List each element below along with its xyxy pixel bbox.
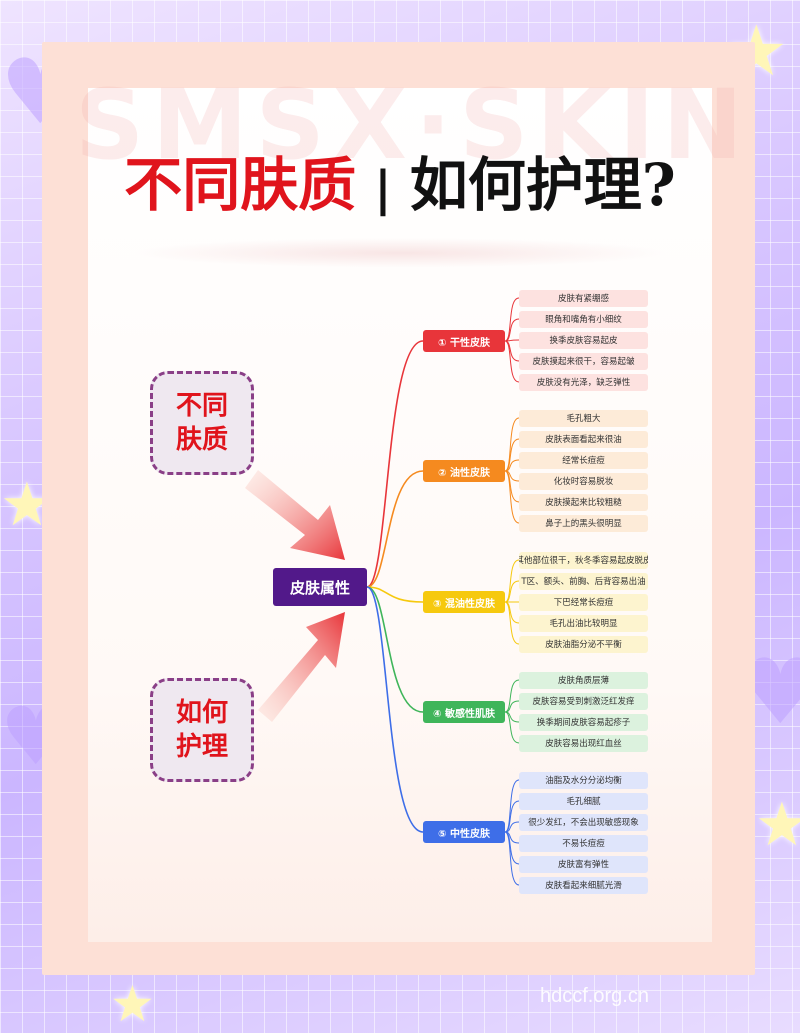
title-underglow: [130, 238, 670, 268]
leaf-connector: [504, 800, 520, 833]
branch-connector: [366, 470, 424, 588]
leaf-connector: [504, 340, 520, 383]
page-title: 不同肤质 | 如何护理?: [0, 150, 800, 224]
leaf-item: 皮肤没有光泽，缺乏弹性: [519, 373, 648, 391]
leaf-item: 眼角和嘴角有小细纹: [519, 310, 648, 328]
leaf-item: 毛孔出油比较明显: [519, 614, 648, 632]
leaf-item: 很少发红，不会出现敏感现象: [519, 813, 648, 831]
side-box-how-to-care: 如何护理: [150, 678, 254, 782]
watermark-text: SMSX·SKIN: [75, 70, 735, 180]
leaf-item: 下巴经常长痘痘: [519, 593, 648, 611]
leaf-connector: [504, 711, 520, 744]
arrow-down-right: [245, 470, 345, 560]
leaf-connector: [504, 831, 520, 886]
leaf-connector: [504, 470, 520, 524]
leaf-item: 化妆时容易脱妆: [519, 472, 648, 490]
leaf-connector: [504, 601, 520, 624]
title-separator: |: [374, 161, 392, 217]
side-box-skin-types: 不同肤质: [150, 371, 254, 475]
leaf-connector: [504, 459, 520, 472]
leaf-connector: [504, 601, 520, 645]
leaf-item: 油脂及水分分泌均衡: [519, 771, 648, 789]
leaf-item: 皮肤摸起来比较粗糙: [519, 493, 648, 511]
leaf-item: 皮肤有紧绷感: [519, 289, 648, 307]
branch-connector: [366, 586, 424, 833]
leaf-connector: [504, 297, 520, 342]
leaf-item: 鼻子上的黑头很明显: [519, 514, 648, 532]
branch-node: ④ 敏感性肌肤: [423, 701, 505, 723]
branch-connector: [366, 586, 424, 603]
leaf-connector: [504, 438, 520, 472]
leaf-connector: [504, 318, 520, 342]
branch-connector: [366, 340, 424, 588]
leaf-item: 毛孔细腻: [519, 792, 648, 810]
arrow-up-right: [258, 612, 345, 722]
leaf-item: 换季皮肤容易起皮: [519, 331, 648, 349]
branch-node: ① 干性皮肤: [423, 330, 505, 352]
leaf-connector: [504, 679, 520, 713]
leaf-item: 不易长痘痘: [519, 834, 648, 852]
center-node: 皮肤属性: [273, 568, 367, 606]
title-part2: 如何护理?: [409, 151, 676, 219]
star-icon: ★: [755, 790, 800, 860]
leaf-connector: [504, 580, 520, 603]
footer-site: hdccf.org.cn: [540, 985, 649, 1007]
leaf-item: T区、额头、前胸、后背容易出油: [519, 572, 648, 590]
leaf-connector: [504, 559, 520, 603]
leaf-item: 皮肤富有弹性: [519, 855, 648, 873]
leaf-connector: [504, 700, 520, 713]
leaf-connector: [504, 831, 520, 865]
leaf-item: 皮肤摸起来很干，容易起皱: [519, 352, 648, 370]
leaf-item: 其他部位很干，秋冬季容易起皮脱皮: [519, 551, 648, 569]
branch-node: ⑤ 中性皮肤: [423, 821, 505, 843]
branch-node: ② 油性皮肤: [423, 460, 505, 482]
leaf-item: 经常长痘痘: [519, 451, 648, 469]
leaf-item: 换季期间皮肤容易起疹子: [519, 713, 648, 731]
leaf-item: 皮肤容易受到刺激泛红发痒: [519, 692, 648, 710]
star-icon: ★: [110, 975, 155, 1033]
leaf-item: 皮肤表面看起来很油: [519, 430, 648, 448]
branch-node: ③ 混油性皮肤: [423, 591, 505, 613]
leaf-item: 皮肤角质层薄: [519, 671, 648, 689]
leaf-connector: [504, 340, 520, 362]
leaf-item: 皮肤容易出现红血丝: [519, 734, 648, 752]
leaf-item: 皮肤看起来细腻光滑: [519, 876, 648, 894]
branch-connector: [366, 586, 424, 713]
title-part1: 不同肤质: [124, 151, 357, 219]
leaf-connector: [504, 470, 520, 503]
leaf-item: 毛孔粗大: [519, 409, 648, 427]
leaf-connector: [504, 821, 520, 833]
leaf-item: 皮肤油脂分泌不平衡: [519, 635, 648, 653]
